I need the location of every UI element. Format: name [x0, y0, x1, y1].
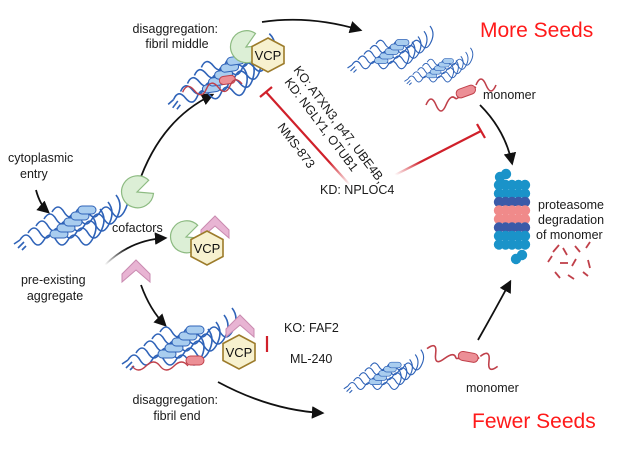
arrow-to-middle	[137, 93, 215, 186]
vcp-label: VCP	[255, 48, 282, 63]
arrow-bottom-to-proteasome	[477, 279, 512, 341]
outcome-more-seeds: More Seeds	[480, 19, 593, 42]
label-pre-existing-aggregate: pre-existing aggregate	[21, 273, 89, 303]
proteasome-subunit	[510, 253, 522, 265]
label-disaggregation-middle: disaggregation: fibril middle	[133, 22, 222, 51]
label-ko-faf2: KO: FAF2	[284, 321, 339, 335]
proteasome-subunit	[500, 168, 512, 180]
peptide-fragment	[547, 255, 553, 263]
vcp-middle-complex: VCP	[224, 25, 285, 73]
proteasome-subunit	[519, 179, 531, 191]
peptide-fragment	[582, 271, 589, 277]
seed-fibril-bottom	[343, 349, 425, 394]
label-nms873: NMS-873	[275, 120, 318, 171]
vcp-label: VCP	[226, 345, 253, 360]
fibril-end	[121, 307, 237, 371]
vcp-end-complex: VCP	[222, 314, 256, 370]
vcp-cofactor-complex: VCP	[165, 215, 230, 266]
peptide-fragment	[567, 274, 575, 280]
inhibition-faf2	[265, 336, 379, 352]
label-nploc4: KD: NPLOC4	[320, 183, 394, 197]
arrow-middle-to-top-seeds	[261, 18, 363, 34]
outcome-fewer-seeds: Fewer Seeds	[472, 410, 596, 433]
cycle-arrows	[35, 18, 517, 419]
arrow-end-to-bottom	[217, 381, 325, 419]
pre-existing-aggregate-fibril	[13, 187, 129, 251]
label-monomer-top: monomer	[483, 88, 536, 102]
label-cytoplasmic-entry: cytoplasmic entry	[8, 151, 77, 181]
arrow-to-end	[140, 284, 167, 327]
proteasome-subunit	[519, 196, 531, 208]
inhibition-nms873	[259, 86, 351, 186]
peptide-fragment	[554, 271, 561, 279]
label-ml240: ML-240	[290, 352, 332, 366]
label-disaggregation-end: disaggregation: fibril end	[133, 393, 222, 423]
peptide-fragment	[587, 259, 591, 269]
degraded-fragments	[547, 241, 591, 280]
proteasome-icon	[493, 168, 531, 265]
cofactor-green-icon	[116, 171, 158, 213]
monomer-bottom	[423, 325, 502, 390]
peptide-fragment	[552, 244, 560, 253]
seed-fibril-top-1	[346, 25, 434, 74]
cofactor-pink-icon	[121, 259, 151, 283]
label-proteasome-degradation: proteasome degradation of monomer	[536, 198, 608, 242]
arrow-monomer-to-proteasome	[479, 104, 517, 166]
proteasome-subunit	[519, 188, 531, 199]
peptide-fragment	[574, 245, 581, 253]
arrow-entry	[35, 189, 50, 214]
proteasome-subunit	[519, 213, 531, 225]
proteasome-subunit	[519, 205, 531, 216]
fibril-middle	[159, 32, 283, 112]
proteasome-subunit	[519, 222, 531, 233]
label-monomer-bottom: monomer	[466, 381, 519, 395]
cofactor-pink-icon	[225, 314, 255, 338]
peptide-fragment	[562, 247, 568, 256]
label-cofactors: cofactors	[112, 221, 163, 235]
proteasome-subunit	[519, 230, 531, 242]
peptide-fragment	[571, 258, 577, 267]
proteasome-subunit	[519, 239, 531, 250]
arrow-to-cofactor-complex	[104, 232, 168, 266]
vcp-label: VCP	[194, 241, 221, 256]
inhibition-nploc4	[394, 123, 486, 176]
peptide-fragment	[585, 241, 591, 249]
